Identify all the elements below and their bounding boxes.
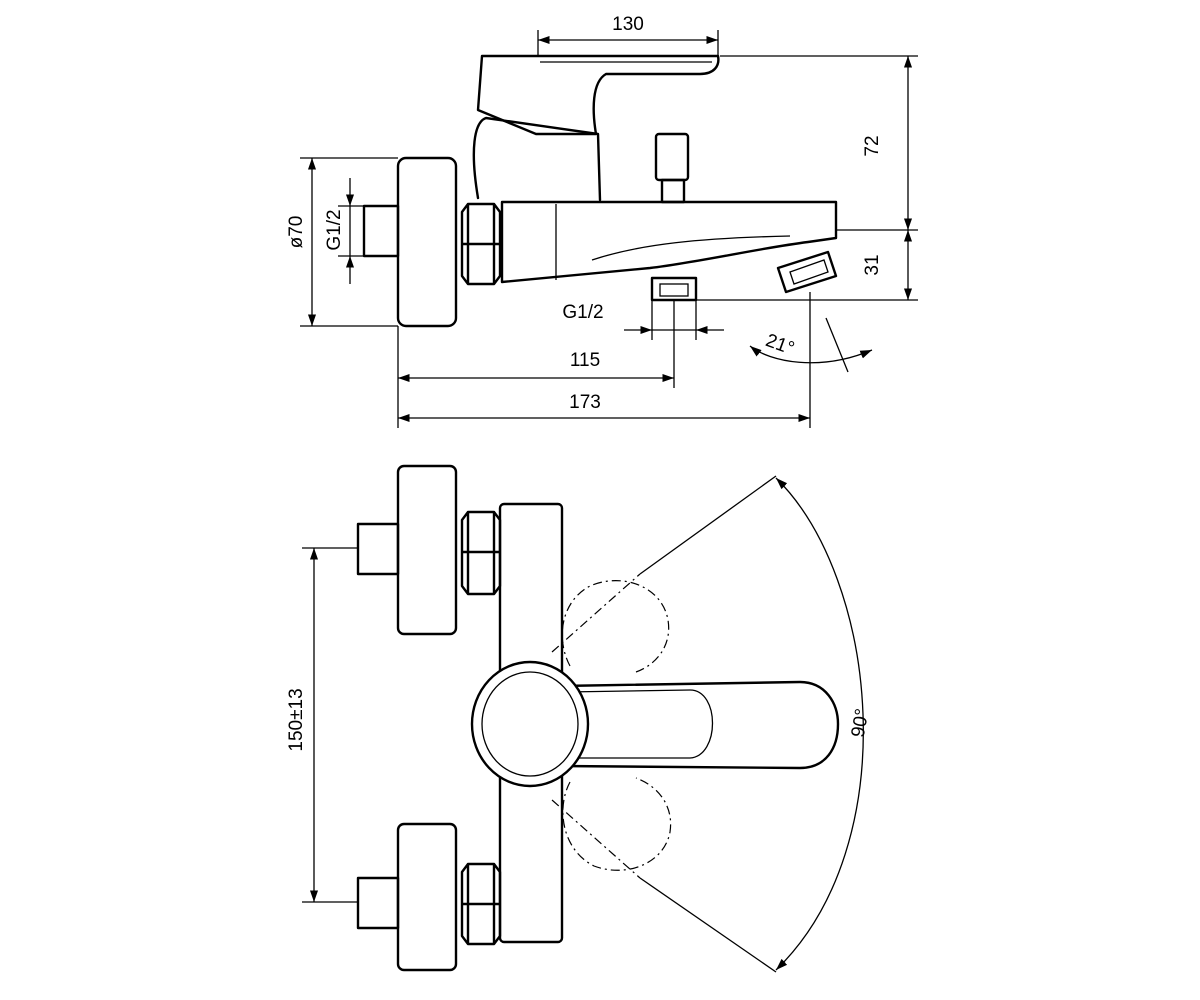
dim-spout-angle: 21°	[749, 317, 873, 373]
cartridge-dome	[472, 116, 602, 202]
dim-label-inlet-g12: G1/2	[324, 209, 345, 250]
side-view: 130 72 31 ø70 G1/2	[286, 14, 918, 428]
dim-handle-reach: 130	[537, 14, 719, 56]
dim-label-150: 150±13	[286, 688, 307, 751]
lower-wall-flange	[396, 822, 458, 972]
dim-label-90deg: 90°	[848, 707, 874, 739]
dim-label-130: 130	[612, 14, 644, 35]
dim-outlet-thread: G1/2	[562, 300, 724, 340]
bottom-outlet	[650, 276, 698, 302]
inlet-connector	[362, 204, 400, 258]
cartridge-circle	[470, 660, 590, 788]
dim-heights: 72 31	[696, 55, 918, 301]
upper-wall-flange	[396, 464, 458, 636]
dim-label-21deg: 21°	[763, 330, 797, 360]
spout-inner-line	[555, 204, 791, 280]
dim-inlet-spacing: 150±13	[286, 547, 358, 903]
lever-top	[558, 680, 840, 770]
upper-inlet-connector	[356, 522, 400, 576]
lever-handle	[476, 54, 720, 136]
dim-label-115: 115	[570, 350, 600, 371]
lower-inlet-connector	[356, 876, 400, 930]
bottom-outlet-inner	[659, 283, 689, 297]
dim-label-173: 173	[569, 392, 601, 413]
lower-hex-nut	[460, 862, 502, 946]
spout-body	[500, 200, 838, 284]
wall-flange	[396, 156, 458, 328]
lever-position-down	[562, 777, 672, 871]
dim-label-o70: ø70	[286, 216, 307, 249]
top-view: 90° 150±13	[286, 464, 874, 973]
cartridge-inner-circle	[481, 671, 579, 777]
dim-label-72: 72	[862, 135, 883, 156]
hex-nut	[460, 202, 502, 286]
dim-flange-diameter: ø70	[286, 157, 398, 327]
aerator	[776, 250, 838, 294]
dim-label-31: 31	[862, 254, 883, 275]
dim-inlet-thread: G1/2	[324, 178, 364, 284]
dim-label-outlet-g12: G1/2	[562, 302, 603, 323]
rotation-ray-up	[551, 573, 641, 653]
dim-lever-rotation: 90°	[639, 475, 874, 973]
lever-position-up	[561, 580, 670, 673]
upper-hex-nut	[460, 510, 502, 596]
diverter-stem	[660, 178, 686, 204]
diverter-knob	[654, 132, 690, 182]
aerator-inner	[789, 259, 829, 285]
rotation-ray-down	[551, 799, 641, 879]
dim-depths: 115 173	[397, 292, 811, 428]
lever-top-edge	[565, 689, 714, 759]
